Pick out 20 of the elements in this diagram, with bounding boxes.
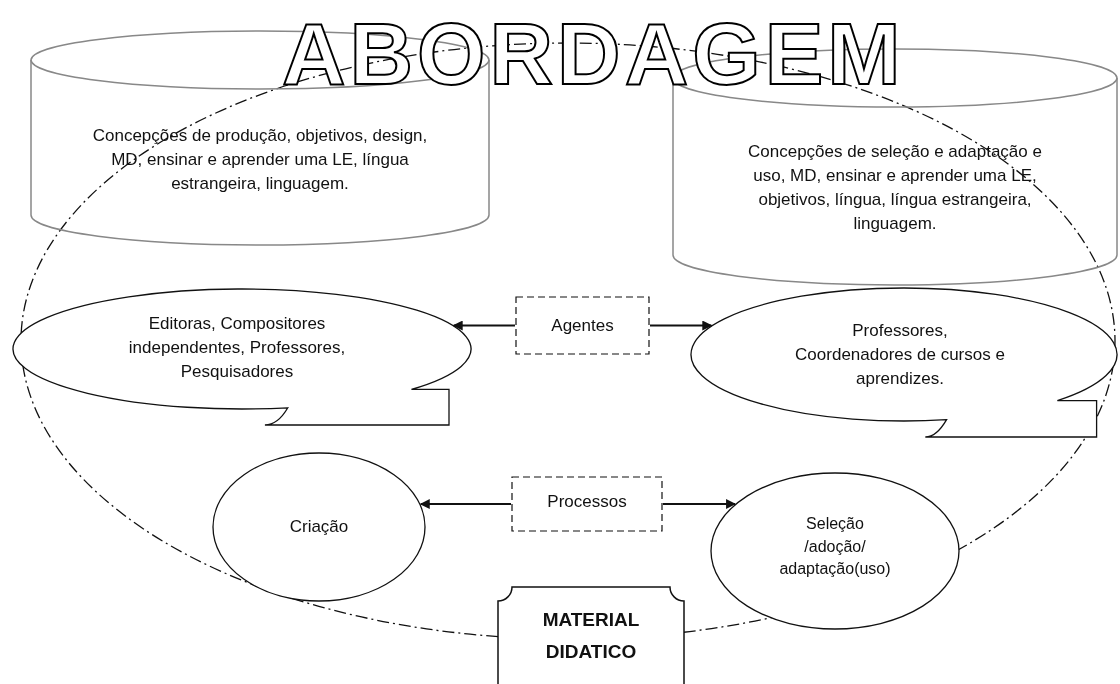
arrow (452, 320, 516, 331)
node-label: Professores, Coordenadores de cursos e aprendizes. (795, 320, 1005, 390)
node-label: Concepções de produção, objetivos, design, MD, ensinar e aprender uma LE, língua estrangeira, linguagem. (91, 125, 429, 195)
arrow (419, 499, 512, 509)
plaque-box (497, 586, 685, 684)
node-label: MATERIAL DIDATICO (541, 607, 641, 664)
ellipse (212, 452, 426, 602)
speech-bubble (12, 288, 472, 426)
node-label: Editoras, Compositores independentes, Professores, Pesquisadores (127, 313, 347, 383)
node-label: Agentes (551, 314, 614, 337)
arrow (649, 320, 713, 331)
outlined-heading: ABORDAGEM (282, 10, 905, 98)
node-label: Seleção /adoção/ adaptação(uso) (778, 514, 892, 580)
node-label: Criação (289, 516, 349, 539)
node-label: Concepções de seleção e adaptação e uso, MD, ensinar e aprender uma LE, objetivos, língua, língua estrangeira, linguagem. (747, 141, 1043, 235)
speech-bubble (690, 287, 1118, 438)
dashed-box (511, 476, 663, 532)
arrow (662, 499, 737, 509)
node-label: Processos (547, 491, 627, 514)
dashed-box (515, 296, 650, 355)
